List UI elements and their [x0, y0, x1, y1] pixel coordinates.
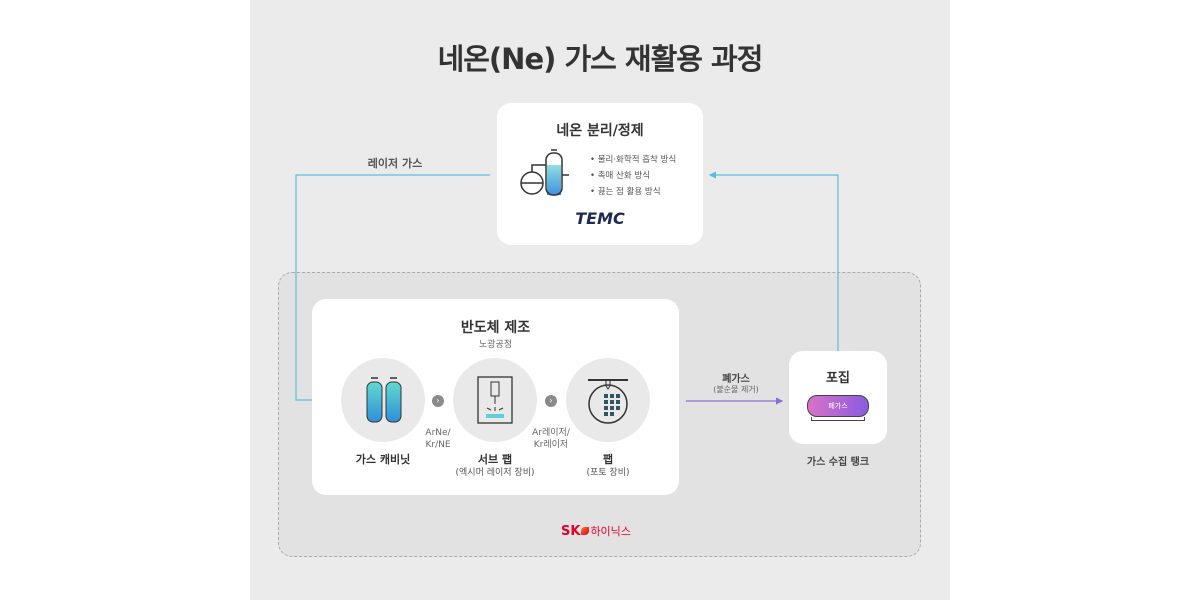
- page-title: 네온(Ne) 가스 재활용 과정: [437, 42, 764, 76]
- purification-card: 네온 분리/정제 • 물리·화학적 흡착 방식 • 촉매 산화 방식 • 끓는 …: [497, 103, 703, 245]
- recycle-line: [708, 171, 839, 351]
- laser-gas-label: 레이저 가스: [367, 157, 423, 170]
- chevron-right-icon: ›: [432, 395, 444, 407]
- gas-cabinet-circle: [341, 358, 425, 442]
- capture-title: 포집: [826, 371, 850, 386]
- capture-card: 포집 폐가스: [789, 351, 887, 444]
- step-sub-fab-desc: (엑시머 레이저 장비): [455, 468, 535, 478]
- tank-base: [811, 417, 865, 421]
- purification-title: 네온 분리/정제: [556, 123, 644, 139]
- fab-circle: [566, 358, 650, 442]
- gas-tank-icon: 폐가스: [807, 395, 869, 417]
- step-fab: 팹: [602, 453, 614, 466]
- manufacturing-card: 반도체 제조 노광공정 › › ArNe/Kr/NE Ar레이저/Kr레이저 가…: [312, 299, 679, 495]
- step-gas-cabinet: 가스 캐비닛: [355, 453, 411, 466]
- wafer-icon: [588, 379, 628, 424]
- purification-methods: • 물리·화학적 흡착 방식 • 촉매 산화 방식 • 끓는 점 활용 방식: [590, 152, 676, 200]
- sub-fab-circle: [453, 358, 537, 442]
- step-sub-fab: 서브 팹: [477, 453, 513, 466]
- flow-label-2: Ar레이저/Kr레이저: [532, 428, 570, 450]
- flow-label-1: ArNe/Kr/NE: [425, 428, 451, 450]
- step-fab-desc: (포토 장비): [586, 468, 630, 478]
- purification-tank-icon: [520, 149, 569, 196]
- method-item: • 끓는 점 활용 방식: [590, 187, 661, 197]
- gas-cylinder-icon: [366, 377, 402, 423]
- chevron-right-icon: ›: [545, 395, 557, 407]
- temc-logo: TEMC: [575, 209, 625, 228]
- manufacturing-subtitle: 노광공정: [478, 340, 513, 350]
- waste-gas-desc: (불순물 제거): [713, 385, 759, 394]
- method-item: • 촉매 산화 방식: [590, 171, 651, 181]
- method-item: • 물리·화학적 흡착 방식: [590, 155, 677, 165]
- tank-label: 폐가스: [828, 402, 848, 410]
- manufacturing-title: 반도체 제조: [460, 320, 531, 336]
- laser-equipment-icon: [477, 376, 513, 424]
- capture-caption: 가스 수집 탱크: [806, 457, 870, 468]
- waste-gas-label: 폐가스: [722, 374, 750, 385]
